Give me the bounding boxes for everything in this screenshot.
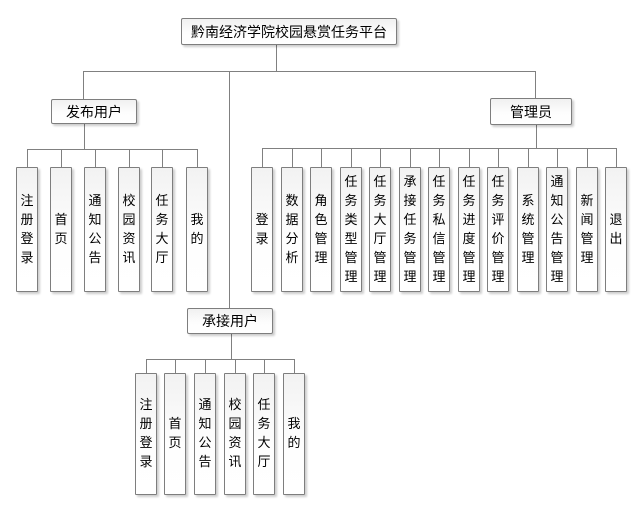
connector-top-bus	[83, 71, 536, 72]
admin-leaf: 登录	[251, 167, 273, 292]
connector-stub	[175, 359, 176, 373]
connector-stub	[557, 148, 558, 167]
publisher-leaf: 任务大厅	[151, 167, 173, 292]
admin-leaf: 任务大厅管理	[369, 167, 391, 292]
connector-admin-in	[535, 71, 536, 98]
leaf-label: 注册登录	[20, 193, 34, 266]
connector-stub	[27, 149, 28, 167]
connector-stub	[262, 148, 263, 167]
leaf-label: 系统管理	[521, 193, 535, 266]
connector-stub	[439, 148, 440, 167]
connector-stub	[61, 149, 62, 167]
leaf-label: 首页	[168, 417, 182, 451]
connector-stub	[498, 148, 499, 167]
admin-leaf: 任务私信管理	[428, 167, 450, 292]
leaf-label: 任务进度管理	[462, 174, 476, 285]
publisher-leaf: 通知公告	[84, 167, 106, 292]
connector-left-bus	[27, 149, 198, 150]
leaf-label: 校园资讯	[122, 193, 136, 266]
connector-stub	[197, 149, 198, 167]
acceptor-leaf: 首页	[164, 373, 186, 495]
leaf-label: 角色管理	[314, 193, 328, 266]
admin-leaf: 通知公告管理	[546, 167, 568, 292]
leaf-label: 通知公告管理	[550, 174, 564, 285]
admin-leaf: 退出	[605, 167, 627, 292]
admin-leaf: 新闻管理	[576, 167, 598, 292]
leaf-label: 任务类型管理	[344, 174, 358, 285]
leaf-label: 通知公告	[198, 398, 212, 470]
publisher-leaf: 首页	[50, 167, 72, 292]
publisher-leaf: 校园资讯	[118, 167, 140, 292]
connector-stub	[95, 149, 96, 167]
leaf-label: 我的	[287, 417, 301, 451]
leaf-label: 新闻管理	[580, 193, 594, 266]
connector-acceptor-out	[231, 334, 232, 359]
connector-acceptor-in	[229, 71, 230, 308]
leaf-label: 任务大厅管理	[373, 174, 387, 285]
admin-leaf: 角色管理	[310, 167, 332, 292]
acceptor-leaf: 通知公告	[194, 373, 216, 495]
acceptor-leaf: 注册登录	[135, 373, 157, 495]
connector-publisher-in	[83, 71, 84, 99]
connector-stub	[292, 148, 293, 167]
admin-leaf: 承接任务管理	[399, 167, 421, 292]
admin-leaf: 数据分析	[281, 167, 303, 292]
publisher-leaf: 我的	[186, 167, 208, 292]
acceptor-leaf: 我的	[283, 373, 305, 495]
admin-leaf: 任务评价管理	[487, 167, 509, 292]
connector-mid-bus	[146, 359, 295, 360]
node-publisher-user: 发布用户	[51, 99, 137, 124]
connector-stub	[205, 359, 206, 373]
publisher-leaf: 注册登录	[16, 167, 38, 292]
leaf-label: 任务私信管理	[432, 174, 446, 285]
leaf-label: 登录	[255, 212, 269, 247]
connector-stub	[162, 149, 163, 167]
connector-stub	[129, 149, 130, 167]
connector-publisher-out	[84, 124, 85, 149]
connector-stub	[264, 359, 265, 373]
leaf-label: 承接任务管理	[403, 174, 417, 285]
connector-stub	[587, 148, 588, 167]
connector-stub	[351, 148, 352, 167]
leaf-label: 任务大厅	[257, 398, 271, 470]
connector-stub	[528, 148, 529, 167]
connector-stub	[380, 148, 381, 167]
leaf-label: 退出	[609, 212, 623, 247]
leaf-label: 数据分析	[285, 193, 299, 266]
connector-root-drop	[276, 45, 277, 71]
admin-leaf: 任务进度管理	[458, 167, 480, 292]
connector-admin-out	[536, 125, 537, 148]
leaf-label: 任务评价管理	[491, 174, 505, 285]
node-platform-root: 黔南经济学院校园悬赏任务平台	[181, 18, 397, 45]
admin-leaf: 任务类型管理	[340, 167, 362, 292]
node-acceptor-user: 承接用户	[187, 308, 273, 334]
leaf-label: 校园资讯	[228, 398, 242, 470]
connector-stub	[616, 148, 617, 167]
admin-leaf: 系统管理	[517, 167, 539, 292]
leaf-label: 任务大厅	[155, 193, 169, 266]
node-admin: 管理员	[490, 98, 572, 125]
connector-stub	[410, 148, 411, 167]
acceptor-leaf: 校园资讯	[224, 373, 246, 495]
leaf-label: 通知公告	[88, 193, 102, 266]
leaf-label: 我的	[190, 212, 204, 247]
leaf-label: 注册登录	[139, 398, 153, 470]
connector-stub	[235, 359, 236, 373]
connector-stub	[321, 148, 322, 167]
connector-stub	[469, 148, 470, 167]
leaf-label: 首页	[54, 212, 68, 247]
connector-stub	[146, 359, 147, 373]
connector-stub	[294, 359, 295, 373]
acceptor-leaf: 任务大厅	[253, 373, 275, 495]
